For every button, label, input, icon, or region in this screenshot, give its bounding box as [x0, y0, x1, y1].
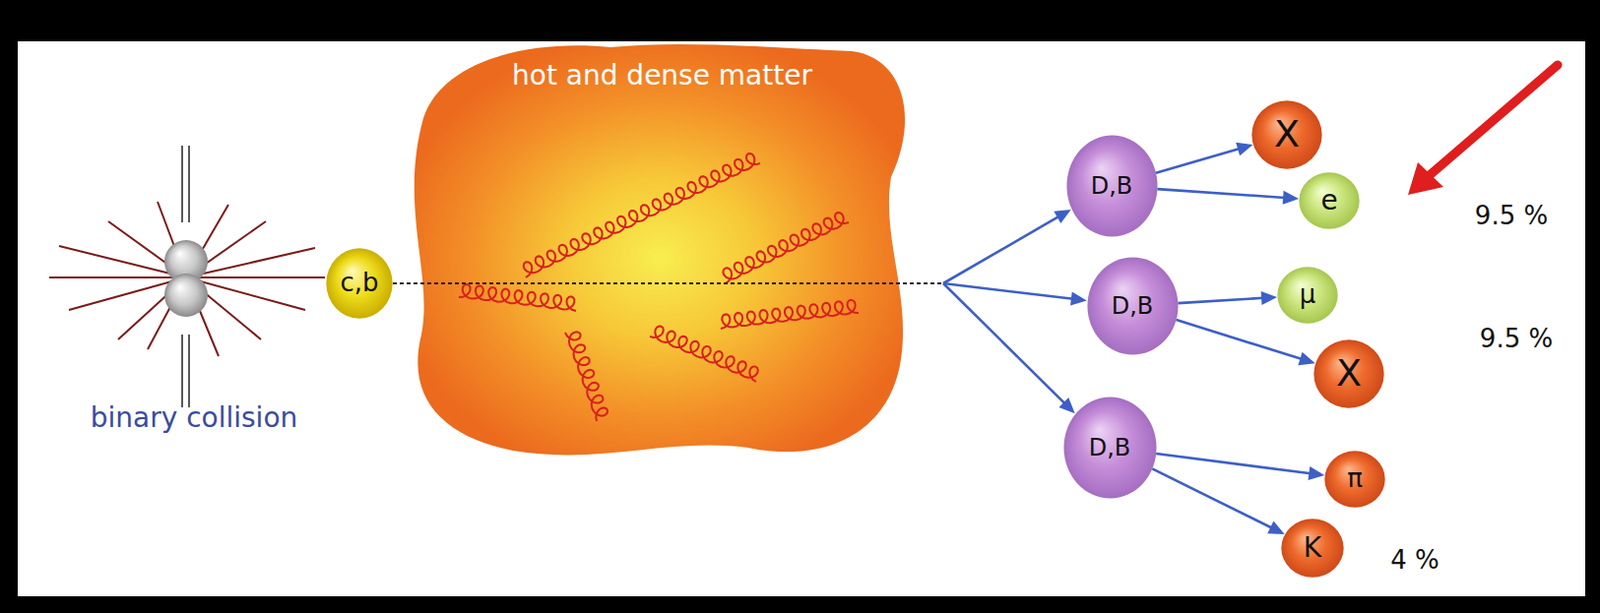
product-circle: X	[1251, 100, 1323, 170]
meson-circle: D,B	[1087, 256, 1179, 356]
arrow-head	[1070, 292, 1088, 307]
circle-fill	[1313, 339, 1384, 408]
decay-arrow	[1155, 142, 1254, 174]
meson-circle: D,B	[1066, 134, 1158, 238]
arrow-line	[1156, 189, 1285, 198]
arrow-line	[1176, 320, 1303, 360]
arrow-line	[1155, 148, 1240, 174]
arrow-line	[943, 216, 1060, 284]
arrow-head	[1297, 352, 1315, 366]
particle-name: D,B	[1090, 172, 1134, 201]
circle-fill	[1280, 518, 1344, 577]
circle-fill	[1324, 450, 1385, 508]
lepton-circle: μ	[1277, 266, 1339, 324]
particle-name: X	[1336, 351, 1362, 397]
gluon-spring	[565, 331, 608, 422]
region-title: hot and dense matter	[512, 59, 813, 93]
decay-arrow	[392, 283, 1088, 307]
red-pointer-arrow	[1408, 64, 1558, 195]
circle-fill	[1087, 257, 1178, 356]
arrow-line	[1177, 298, 1264, 304]
product-circle: X	[1313, 339, 1385, 409]
arrow-head	[1058, 397, 1075, 414]
gluon-spring	[523, 153, 761, 278]
circle-fill	[1251, 100, 1322, 169]
gluon-spring	[720, 300, 859, 329]
blob-shape	[398, 37, 926, 471]
branching-ratio: 4 %	[1390, 545, 1440, 576]
particle-name: e	[1320, 184, 1338, 218]
lepton-circle: e	[1298, 172, 1360, 230]
particle-name: D,B	[1111, 292, 1154, 321]
meson-circle: D,B	[1063, 396, 1157, 500]
gluon-spring	[458, 284, 576, 312]
particle-name: π	[1346, 463, 1363, 495]
branching-ratio: 9.5 %	[1474, 200, 1548, 232]
circle-fill	[1066, 135, 1157, 238]
circle-fill	[1277, 266, 1338, 323]
hadron-circle: π	[1324, 450, 1386, 509]
arrow-head	[1053, 209, 1071, 224]
circle-fill	[1063, 397, 1156, 500]
decay-arrow	[1155, 453, 1325, 481]
decay-arrow	[1176, 320, 1316, 366]
arrow-line	[1155, 453, 1311, 474]
dashed-path	[392, 282, 944, 285]
decay-arrow	[1156, 189, 1299, 205]
arrow-head	[1308, 466, 1326, 481]
particle-name: μ	[1299, 279, 1317, 311]
arrow-head	[1267, 521, 1284, 535]
circle-fill	[1298, 172, 1359, 229]
arrow-head	[1282, 191, 1299, 205]
particle-tracks	[49, 201, 325, 357]
decay-arrow	[392, 209, 1072, 284]
hadron-circle: K	[1280, 518, 1344, 578]
arrow-line	[1152, 468, 1273, 528]
arrow-line	[943, 283, 1074, 300]
gluon-spring	[649, 326, 759, 384]
decay-arrow	[1152, 468, 1284, 535]
circle-fill	[325, 248, 392, 319]
dashed-path	[392, 282, 944, 285]
particle-name: c,b	[339, 267, 379, 299]
arrow-line	[943, 283, 1066, 404]
particle-name: D,B	[1088, 434, 1132, 463]
decay-arrow	[1177, 291, 1278, 306]
decay-arrow	[392, 283, 1076, 414]
arrow-head	[1235, 142, 1253, 156]
nucleus-sphere	[164, 273, 208, 318]
particle-name: X	[1274, 112, 1300, 158]
branching-ratio: 9.5 %	[1479, 323, 1553, 355]
collision-caption: binary collision	[90, 401, 299, 436]
arrow-head	[1261, 291, 1278, 306]
quark-circle: c,b	[325, 248, 393, 320]
medium-blob: hot and dense matter	[398, 37, 926, 471]
dashed-path	[392, 282, 944, 285]
particle-name: K	[1303, 531, 1322, 566]
blob-fill	[414, 44, 905, 455]
gluon-spring	[722, 212, 849, 284]
